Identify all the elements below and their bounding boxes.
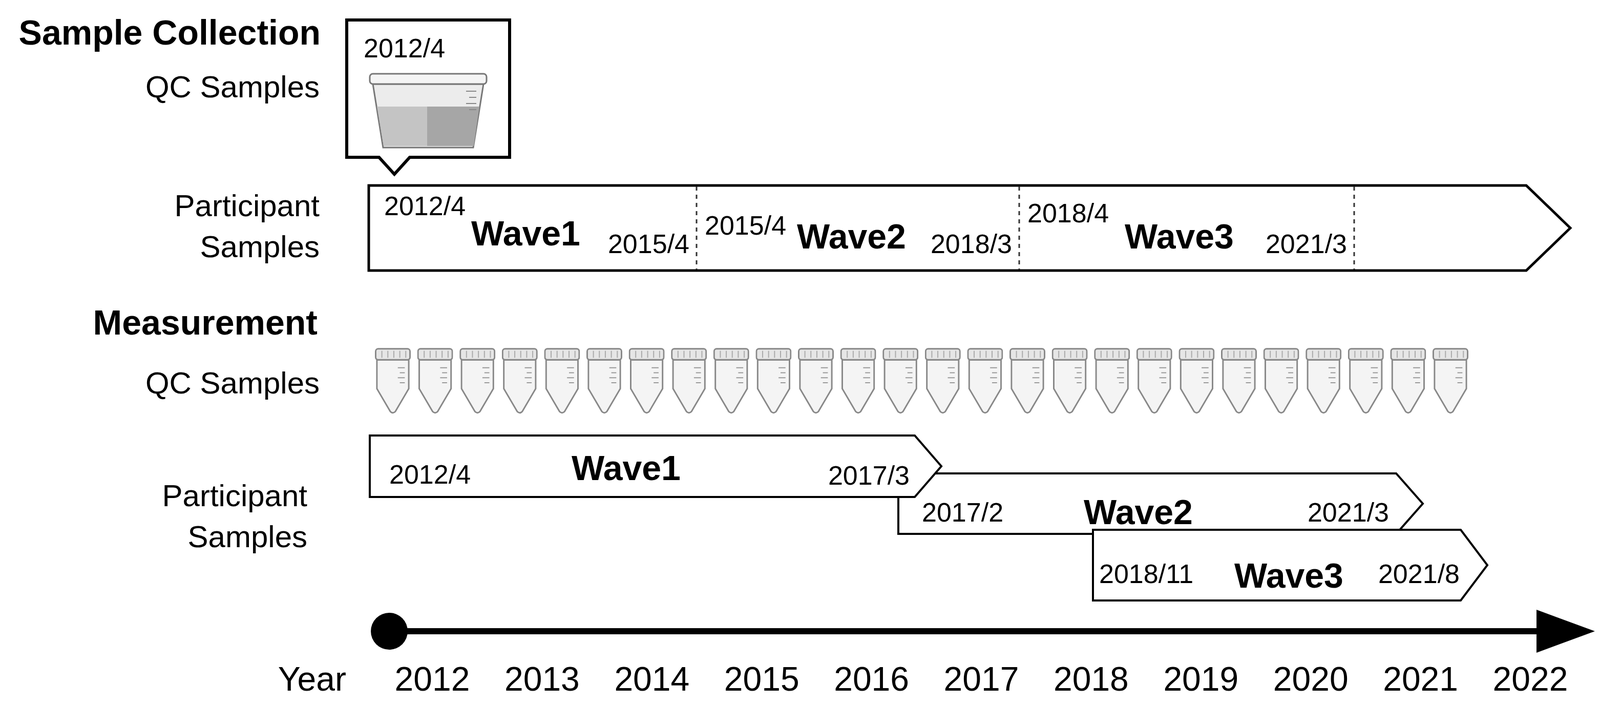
qc-tube [967, 348, 1003, 413]
date-label: 2015/4 [704, 209, 787, 242]
date-label: 2017/2 [921, 496, 1004, 529]
measurement-wave-arrow: 2018/11 Wave3 2021/8 [1091, 528, 1489, 602]
wave-divider [1018, 186, 1021, 270]
year-tick-label: 2021 [1382, 658, 1459, 700]
axis-title: Year [278, 658, 347, 700]
year-tick-label: 2020 [1273, 658, 1349, 700]
wave-segment: 2015/4 Wave2 2018/3 [696, 185, 1020, 271]
qc-tube [1179, 348, 1214, 413]
date-label: 2018/4 [1027, 197, 1109, 229]
date-label: 2021/3 [1265, 227, 1347, 260]
qc-tube [1264, 348, 1299, 413]
qc-tube [840, 348, 876, 413]
qc-tube [1306, 348, 1341, 413]
qc-tube [502, 348, 537, 413]
callout-frame [346, 19, 510, 175]
year-tick-label: 2013 [504, 658, 580, 700]
wave-label: Wave3 [1234, 554, 1344, 597]
qc-tube [925, 348, 960, 413]
qc-tube [460, 348, 495, 413]
arrow-shape [898, 473, 1423, 534]
qc-tube [1137, 348, 1172, 413]
qc-tube [375, 348, 410, 413]
qc-tube [1348, 348, 1383, 413]
row-label: QC Samples [145, 364, 320, 402]
year-tick-label: 2015 [724, 658, 800, 700]
date-label: 2021/3 [1307, 496, 1389, 529]
qc-tube [544, 348, 580, 413]
qc-tube [1221, 348, 1256, 413]
date-label: 2015/4 [607, 227, 690, 260]
qc-tube [586, 348, 622, 413]
wave-segment: 2012/4Wave1 2015/4 [368, 185, 697, 271]
callout-box: 2012/4 [345, 18, 512, 159]
date-label: 2012/4 [363, 32, 446, 65]
section-heading: Measurement [93, 301, 318, 344]
wave-label: Wave1 [571, 447, 681, 490]
wave-label: Wave2 [1083, 491, 1193, 534]
qc-tube [1391, 348, 1426, 413]
year-tick-label: 2017 [943, 658, 1020, 700]
row-label: Participant Samples [165, 185, 320, 268]
container-graduations [466, 91, 477, 110]
container-rim [369, 73, 487, 84]
collection-band-arrow [368, 185, 1571, 271]
qc-tube [798, 348, 833, 413]
container-liquid [427, 106, 480, 146]
measurement-wave-arrow: 2017/2 Wave2 2021/3 [897, 472, 1424, 535]
timeline-axis [389, 627, 1542, 635]
date-label: 2018/3 [930, 227, 1013, 260]
qc-tube [883, 348, 918, 413]
qc-tube [417, 348, 453, 413]
year-tick-label: 2018 [1053, 658, 1129, 700]
qc-tube [671, 348, 707, 413]
year-tick-label: 2012 [394, 658, 471, 700]
wave-divider [696, 186, 698, 270]
measurement-wave-arrow: 2012/4 Wave1 2017/3 [368, 434, 943, 498]
date-label: 2012/4 [384, 190, 466, 222]
wave-divider [1353, 186, 1356, 270]
qc-tube [756, 348, 791, 413]
wave-label: Wave3 [1124, 215, 1234, 258]
section-heading: Sample Collection [18, 11, 321, 54]
wave-segment: 2018/4Wave3 2021/3 [1019, 185, 1355, 271]
qc-tube-row [375, 348, 1468, 413]
qc-tube [629, 348, 664, 413]
arrow-shape [369, 435, 942, 497]
year-tick-label: 2022 [1492, 658, 1569, 700]
timeline-arrowhead [1536, 609, 1595, 653]
wave-label: Wave2 [796, 215, 907, 258]
container-body [372, 83, 484, 148]
date-label: 2021/8 [1378, 557, 1460, 590]
qc-tube [1052, 348, 1087, 413]
wave-label: Wave1 [471, 212, 581, 255]
row-label: Participant Samples [153, 475, 308, 558]
year-tick-label: 2019 [1163, 658, 1239, 700]
date-label: 2018/11 [1099, 557, 1194, 590]
year-tick-label: 2016 [833, 658, 910, 700]
date-label: 2012/4 [389, 458, 471, 491]
arrow-shape [1092, 529, 1488, 601]
row-label: QC Samples [145, 68, 320, 106]
qc-tube [1095, 348, 1130, 413]
year-tick-label: 2014 [614, 658, 690, 700]
qc-tube [713, 348, 749, 413]
qc-tube [1009, 348, 1045, 413]
date-label: 2017/3 [828, 459, 910, 492]
qc-tube [1433, 348, 1468, 413]
container-liquid [376, 106, 428, 146]
